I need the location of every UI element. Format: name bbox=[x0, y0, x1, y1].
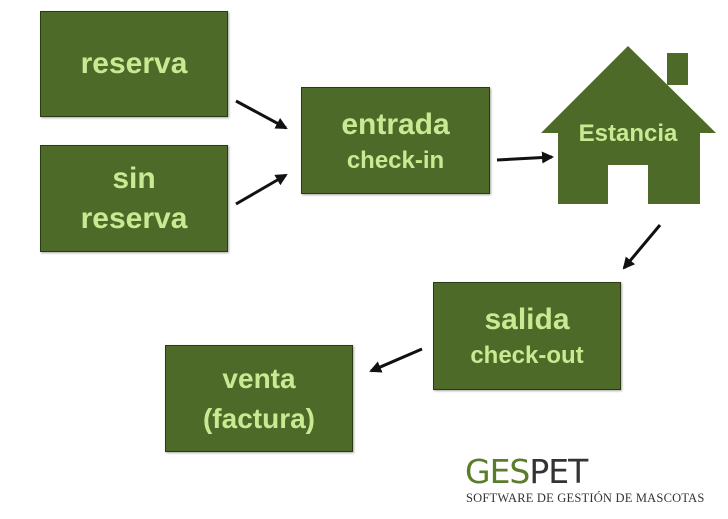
node-estancia-label: Estancia bbox=[578, 120, 678, 147]
node-reserva-label: reserva bbox=[80, 47, 188, 80]
node-venta-line1: venta bbox=[222, 362, 296, 394]
node-salida-line2: check-out bbox=[470, 342, 584, 369]
arrow-salida-to-venta bbox=[369, 347, 423, 373]
node-sin-reserva-line1: sin bbox=[112, 161, 156, 195]
logo-part2: PET bbox=[529, 452, 588, 491]
node-entrada: entrada check-in bbox=[301, 87, 490, 194]
node-venta-line2: (factura) bbox=[202, 402, 315, 434]
house-icon bbox=[541, 46, 716, 204]
gespet-logo: GESPET bbox=[465, 452, 588, 491]
node-salida-line1: salida bbox=[484, 303, 570, 336]
node-sin-reserva: sin reserva bbox=[40, 145, 228, 252]
arrow-estancia-to-salida bbox=[622, 224, 662, 270]
node-entrada-line1: entrada bbox=[341, 107, 450, 141]
node-entrada-line2: check-in bbox=[346, 146, 445, 174]
node-venta: venta (factura) bbox=[165, 345, 353, 452]
arrow-reserva-to-entrada bbox=[235, 99, 288, 130]
logo-part1: GES bbox=[465, 452, 530, 491]
node-sin-reserva-line2: reserva bbox=[80, 201, 188, 235]
node-reserva: reserva bbox=[40, 11, 228, 117]
arrow-entrada-to-estancia bbox=[496, 151, 554, 164]
logo-subtitle: SOFTWARE DE GESTIÓN DE MASCOTAS bbox=[466, 491, 705, 505]
node-salida: salida check-out bbox=[433, 282, 621, 390]
arrow-sin-reserva-to-entrada bbox=[235, 173, 288, 206]
